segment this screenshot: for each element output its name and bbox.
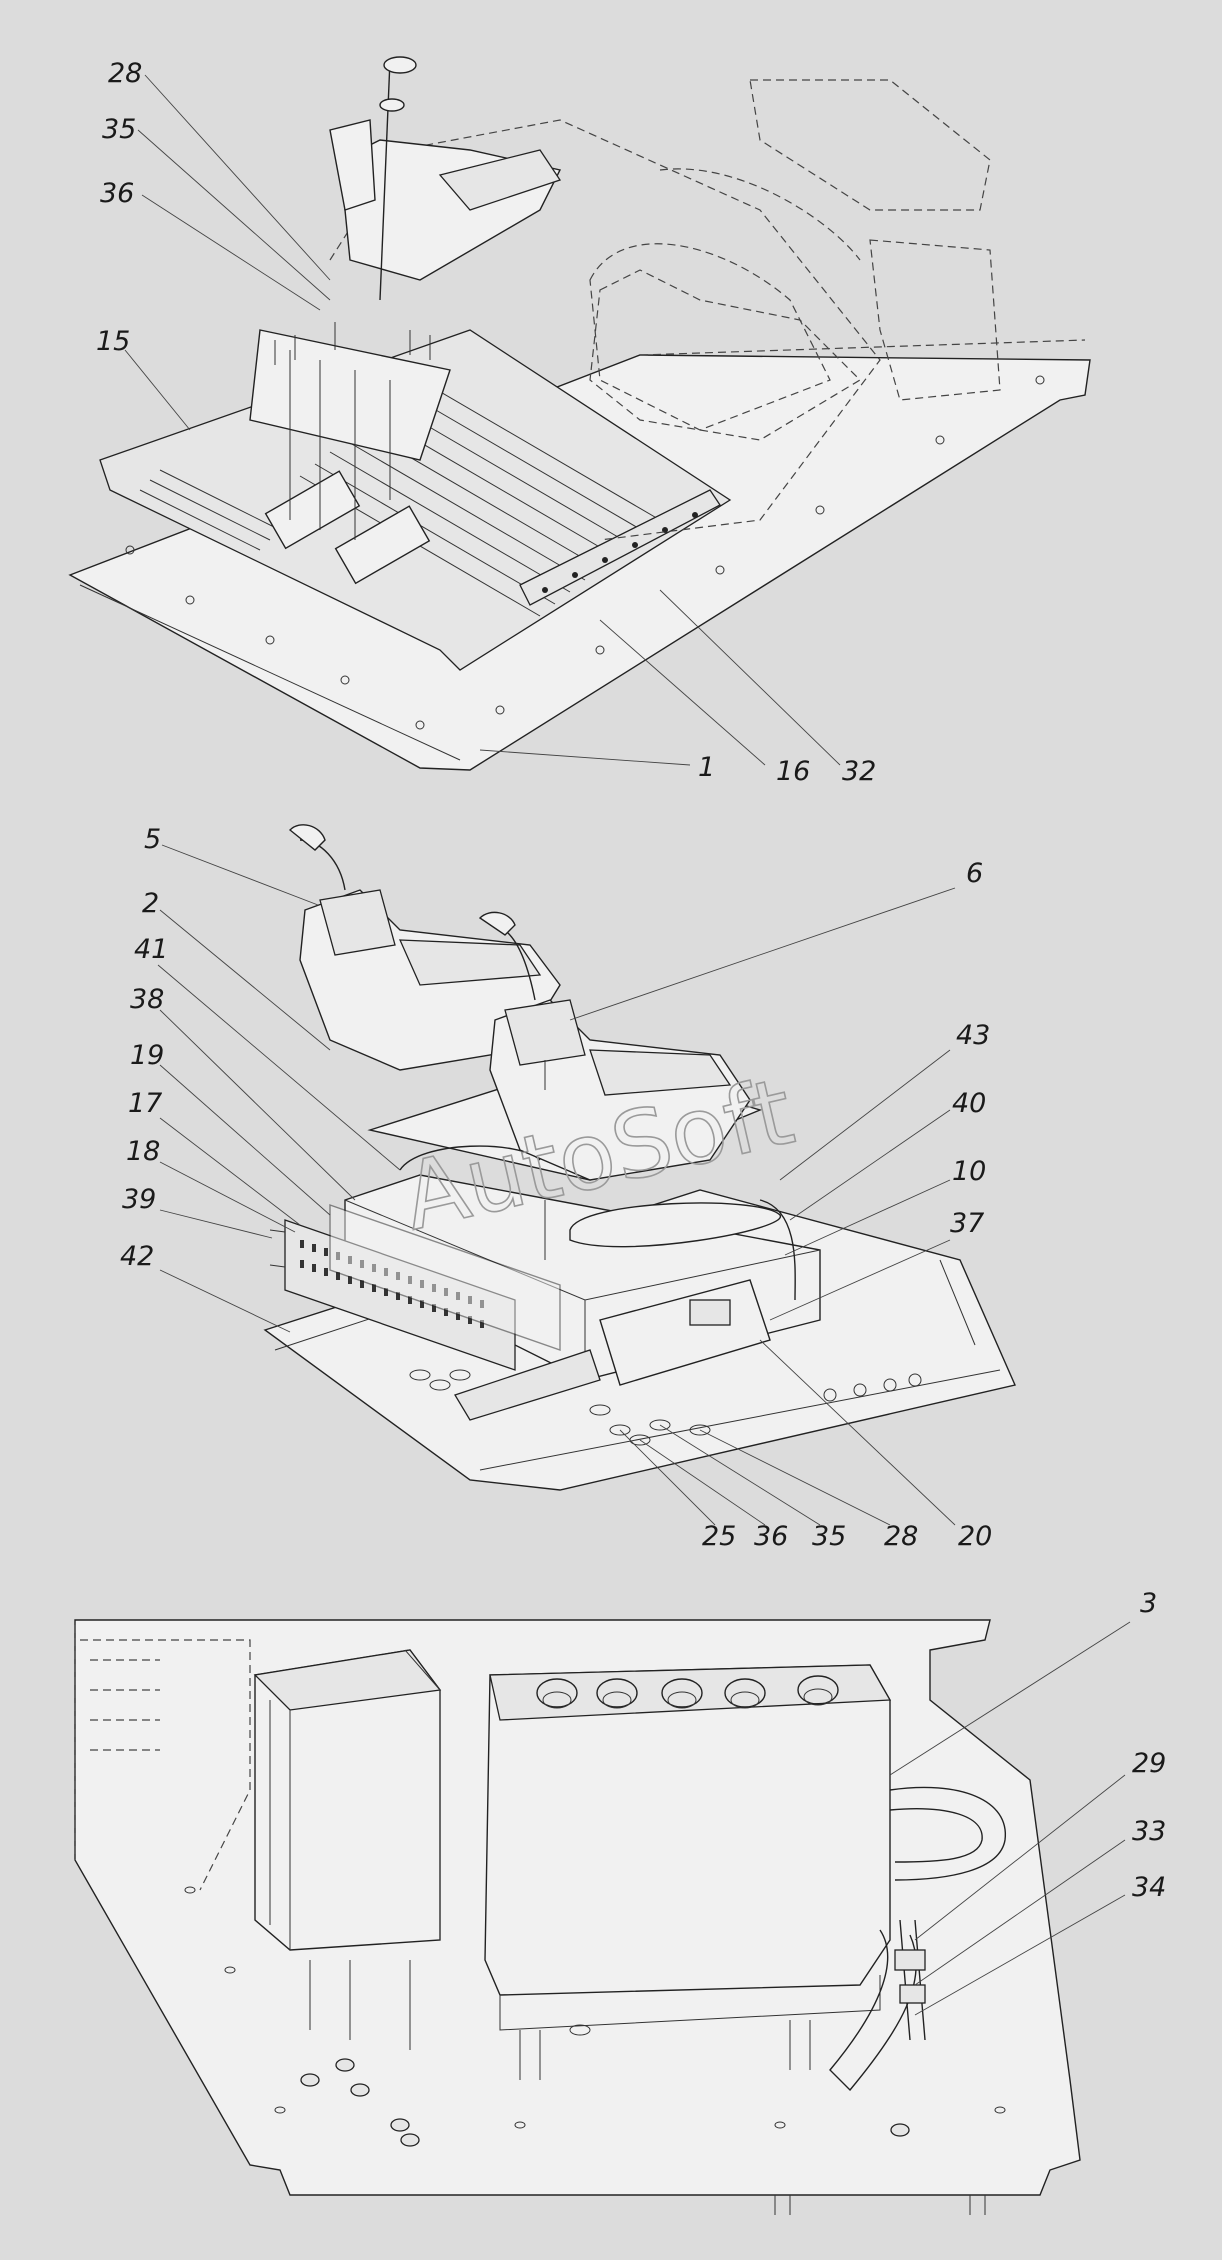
view-1-callouts: 28 35 36 15 1 16 32 xyxy=(96,58,876,787)
callout-39: 39 xyxy=(122,1184,156,1215)
callout-29: 29 xyxy=(1132,1748,1166,1779)
callout-10: 10 xyxy=(952,1156,986,1187)
view-1-floor-assembly xyxy=(68,56,1091,771)
callout-35-lower: 35 xyxy=(812,1521,846,1552)
view-3-leaders xyxy=(889,1621,1131,2016)
callout-5: 5 xyxy=(144,824,161,855)
callout-41: 41 xyxy=(134,934,168,965)
view-3-callouts: 3 29 33 34 xyxy=(1132,1588,1166,1903)
callout-16: 16 xyxy=(776,756,810,787)
callout-38: 38 xyxy=(130,984,164,1015)
callout-1: 1 xyxy=(698,752,715,783)
callout-34: 34 xyxy=(1132,1872,1166,1903)
callout-36-lower: 36 xyxy=(754,1521,788,1552)
callout-15: 15 xyxy=(96,326,130,357)
view-1-leaders xyxy=(124,74,841,766)
callout-18: 18 xyxy=(126,1136,160,1167)
callout-32: 32 xyxy=(842,756,876,787)
callout-3: 3 xyxy=(1140,1588,1157,1619)
callout-33: 33 xyxy=(1132,1816,1166,1847)
callout-2: 2 xyxy=(142,888,159,919)
callout-28-lower: 28 xyxy=(884,1521,918,1552)
callout-43: 43 xyxy=(956,1020,990,1051)
callout-36: 36 xyxy=(100,178,134,209)
callout-40: 40 xyxy=(952,1088,986,1119)
callout-19: 19 xyxy=(130,1040,164,1071)
callout-37: 37 xyxy=(950,1208,984,1239)
callout-17: 17 xyxy=(128,1088,162,1119)
callout-25: 25 xyxy=(702,1521,736,1552)
view-2-console-assembly xyxy=(263,824,1016,1491)
callout-42: 42 xyxy=(120,1241,154,1272)
view-2-leaders xyxy=(157,844,956,1526)
callout-28: 28 xyxy=(108,58,142,89)
callout-35: 35 xyxy=(102,114,136,145)
view-3-heater-assembly xyxy=(74,1619,1081,2215)
callout-20: 20 xyxy=(958,1521,992,1552)
view-2-callouts: 5 2 41 38 19 17 18 39 42 6 43 40 10 37 2… xyxy=(120,824,992,1552)
callout-6: 6 xyxy=(966,858,983,889)
